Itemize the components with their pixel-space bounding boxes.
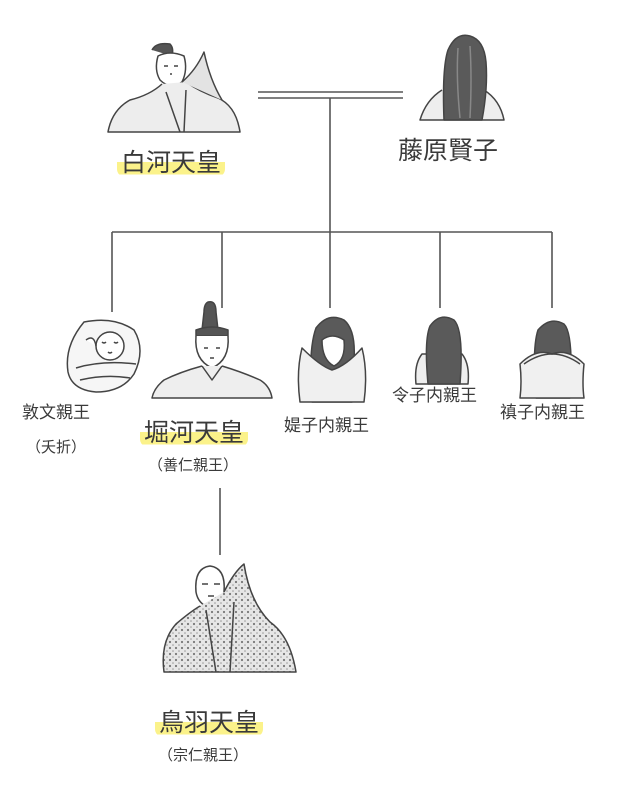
- teishi-name: 媞子内親王: [284, 416, 369, 436]
- shinshi-name: 禛子内親王: [500, 403, 585, 423]
- atsufumi-note: （夭折）: [26, 438, 87, 456]
- toba-alt-name: （宗仁親王）: [158, 746, 249, 764]
- shirakawa-name-label: 白河天皇: [117, 148, 226, 177]
- horikawa-alt-name: （善仁親王）: [148, 456, 239, 474]
- reishi-name: 令子内親王: [392, 386, 477, 406]
- emperor-shirakawa-portrait: [107, 42, 241, 133]
- toba-name-label: 鳥羽天皇: [155, 708, 264, 737]
- horikawa-name-label: 堀河天皇: [140, 418, 249, 447]
- atsufumi-name: 敦文親王: [22, 403, 90, 423]
- horikawa-name: 堀河天皇: [140, 418, 249, 447]
- teishi-portrait: [297, 316, 367, 403]
- kenshi-portrait: [419, 34, 505, 121]
- shinshi-portrait: [519, 320, 585, 399]
- kenshi-name: 藤原賢子: [398, 136, 499, 165]
- emperor-toba-portrait: [162, 563, 297, 673]
- atsufumi-portrait: [66, 319, 141, 393]
- toba-name: 鳥羽天皇: [155, 708, 264, 737]
- emperor-horikawa-portrait: [151, 300, 273, 399]
- reishi-portrait: [414, 316, 470, 385]
- shirakawa-name: 白河天皇: [117, 148, 226, 177]
